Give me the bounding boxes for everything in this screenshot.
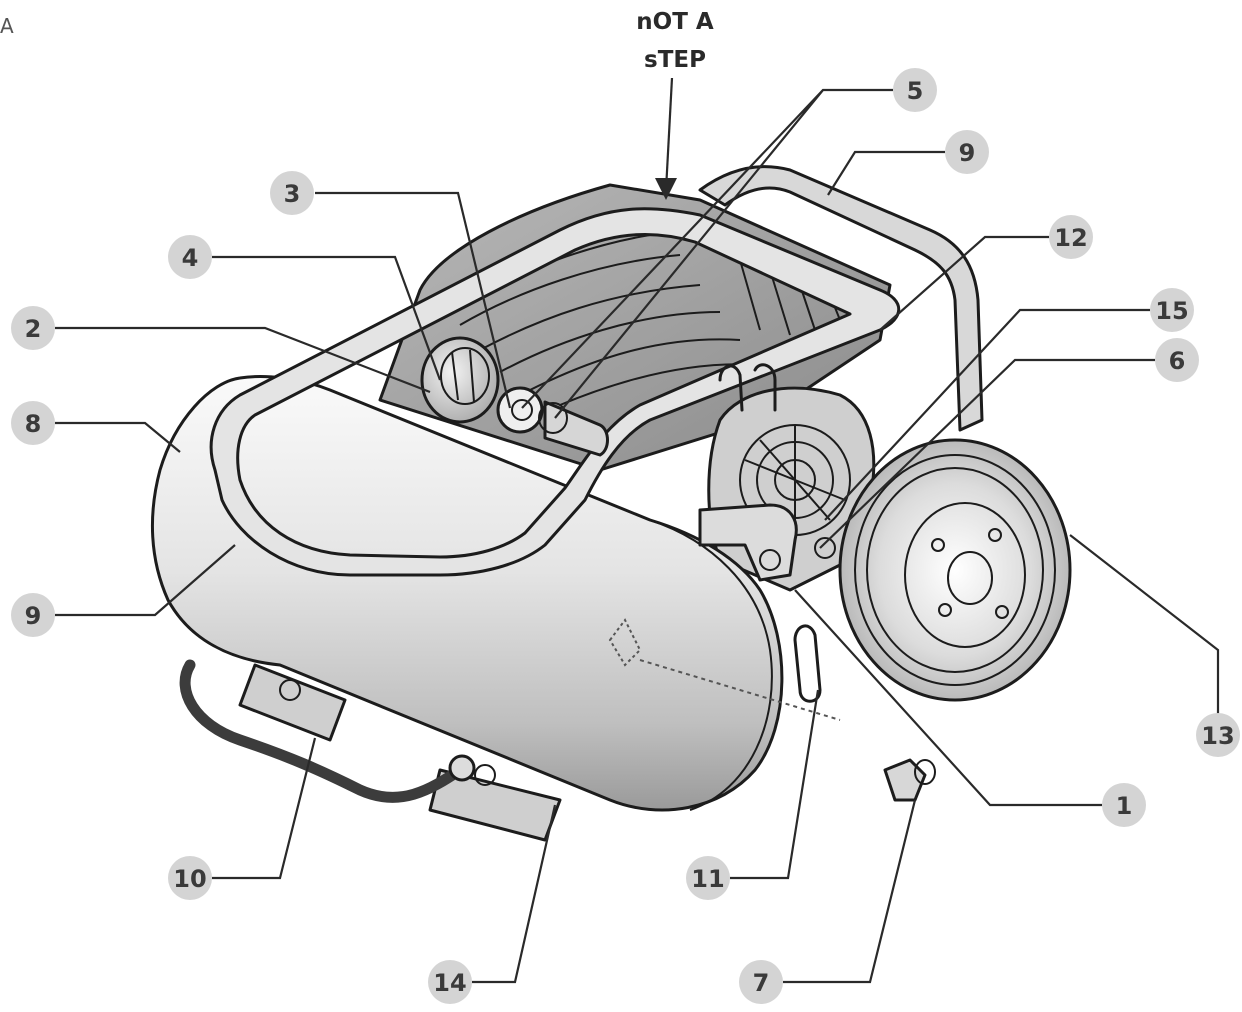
callout-14: 14 — [428, 960, 472, 1004]
svg-text:11: 11 — [691, 865, 724, 893]
heading-line-2: sTEP — [644, 47, 706, 73]
svg-text:13: 13 — [1201, 722, 1234, 750]
leader-2 — [55, 326, 431, 394]
svg-text:10: 10 — [173, 865, 206, 893]
regulator-knob-shape — [420, 336, 500, 424]
leader-6 — [819, 358, 1155, 549]
callout-10: 10 — [168, 856, 212, 900]
leader-3 — [315, 191, 512, 409]
svg-text:3: 3 — [284, 180, 301, 208]
not-a-step-arrow-line — [664, 77, 674, 191]
leader-lines — [55, 88, 1220, 984]
svg-text:15: 15 — [1155, 297, 1188, 325]
svg-text:7: 7 — [753, 969, 770, 997]
callout-4: 4 — [168, 235, 212, 279]
drain-valve-part — [883, 758, 936, 802]
callout-2: 2 — [11, 306, 55, 350]
heading-line-1: nOT A — [636, 9, 714, 35]
rear-foot-shape — [428, 768, 562, 842]
leader-9-bottom — [55, 544, 236, 617]
svg-text:12: 12 — [1054, 224, 1087, 252]
svg-text:9: 9 — [959, 139, 976, 167]
leader-12 — [879, 235, 1049, 331]
rear-handle-shape — [698, 165, 984, 432]
callout-9-top: 9 — [945, 130, 989, 174]
leader-4 — [212, 255, 442, 381]
svg-text:8: 8 — [25, 410, 42, 438]
leader-8 — [55, 421, 181, 453]
tank-shape — [150, 375, 784, 812]
wheel-shape — [838, 438, 1072, 702]
callout-9-bottom: 9 — [11, 593, 55, 637]
front-foot-shape — [238, 663, 347, 742]
leader-9-top — [827, 150, 945, 196]
callout-6: 6 — [1155, 338, 1199, 382]
not-a-step-label: nOT A sTEP — [636, 9, 714, 200]
leader-14 — [472, 804, 557, 984]
leader-10 — [212, 737, 317, 880]
pump-clamp-shape — [718, 363, 777, 412]
svg-text:9: 9 — [25, 602, 42, 630]
svg-text:14: 14 — [433, 969, 466, 997]
callout-5: 5 — [893, 68, 937, 112]
compressor-illustration — [150, 165, 1072, 842]
drain-dashed-line — [639, 659, 841, 721]
callout-8: 8 — [11, 401, 55, 445]
callout-3: 3 — [270, 171, 314, 215]
svg-text:1: 1 — [1116, 792, 1133, 820]
svg-text:2: 2 — [25, 315, 42, 343]
svg-text:4: 4 — [182, 244, 199, 272]
not-a-step-arrow-head — [655, 178, 677, 200]
leader-13 — [1069, 534, 1220, 715]
callout-7: 7 — [739, 960, 783, 1004]
svg-text:5: 5 — [907, 77, 924, 105]
callout-11: 11 — [686, 856, 730, 900]
svg-text:6: 6 — [1169, 347, 1186, 375]
leader-5 — [521, 88, 893, 419]
hose-shape — [179, 659, 466, 803]
leader-1 — [794, 589, 1102, 807]
callout-12: 12 — [1049, 215, 1093, 259]
tank-bracket-shape — [793, 624, 822, 703]
fan-grille — [739, 424, 851, 536]
callout-1: 1 — [1102, 783, 1146, 827]
leader-7 — [783, 799, 917, 984]
callout-15: 15 — [1150, 288, 1194, 332]
leader-11 — [730, 689, 820, 880]
check-valve-shape — [698, 503, 798, 582]
leader-15 — [824, 308, 1150, 521]
callout-13: 13 — [1196, 713, 1240, 757]
corner-letter: A — [0, 14, 14, 38]
